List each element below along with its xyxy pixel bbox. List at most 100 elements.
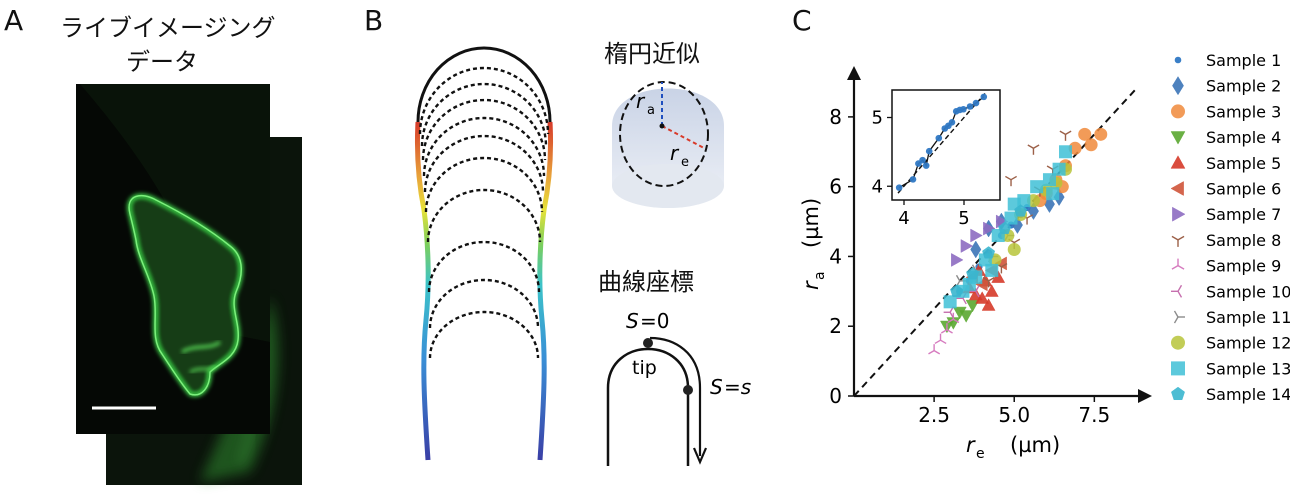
y-axis-label-sub: a (812, 271, 828, 280)
y-tick-label: 8 (829, 105, 842, 129)
data-point-sample-7 (970, 228, 983, 243)
tube-outline-left (414, 121, 431, 461)
re-subscript: e (681, 155, 689, 170)
data-point-sample-14 (1014, 204, 1028, 217)
x-axis-label-sub: e (976, 446, 985, 462)
legend-label-sample-12: Sample 12 (1206, 334, 1290, 353)
data-point-sample-7 (983, 221, 996, 236)
fitted-contours (416, 46, 552, 359)
inset-data-point (948, 119, 956, 126)
inset-x-tick-label: 5 (958, 208, 969, 229)
data-point-sample-9 (934, 333, 947, 345)
s-var: S (710, 375, 723, 399)
legend-marker-sample-9 (1171, 258, 1185, 270)
panel-c-letter: C (792, 4, 812, 37)
legend-label-sample-1: Sample 1 (1206, 51, 1281, 70)
legend-label-sample-4: Sample 4 (1206, 128, 1281, 147)
data-point-sample-13 (943, 295, 957, 309)
legend-label-sample-8: Sample 8 (1206, 231, 1281, 250)
legend-label-sample-2: Sample 2 (1206, 77, 1281, 96)
legend-label-sample-3: Sample 3 (1206, 102, 1281, 121)
legend-marker-sample-7 (1172, 206, 1186, 222)
x-axis-label-unit: (µm) (1010, 433, 1060, 457)
curvilinear-title: 曲線座標 (598, 268, 694, 296)
x-tick-label: 2.5 (918, 403, 950, 427)
x-tick-label: 5.0 (998, 403, 1030, 427)
tip-point (643, 338, 653, 348)
data-point-sample-14 (982, 246, 996, 259)
data-point-sample-13 (1052, 162, 1066, 176)
y-axis-arrow (847, 66, 861, 80)
re-label: r (670, 141, 680, 165)
data-point-sample-14 (950, 284, 964, 297)
legend-label-sample-13: Sample 13 (1206, 359, 1290, 378)
legend-marker-sample-6 (1170, 181, 1184, 196)
data-point-sample-8 (1059, 130, 1072, 141)
inset-y-tick-label: 4 (872, 176, 883, 197)
panel-b-letter: B (364, 4, 384, 37)
tube-outline-right (537, 121, 554, 461)
data-point-sample-13 (1042, 173, 1056, 187)
legend-label-sample-5: Sample 5 (1206, 154, 1281, 173)
legend-marker-sample-1 (1174, 56, 1182, 64)
data-point-sample-13 (985, 263, 999, 277)
legend-marker-sample-12 (1171, 335, 1185, 350)
legend-label-sample-10: Sample 10 (1206, 282, 1290, 301)
data-point-sample-13 (962, 277, 976, 291)
y-axis-label-unit: (µm) (800, 198, 823, 248)
data-point-sample-2 (970, 240, 982, 259)
legend-marker-sample-2 (1172, 76, 1184, 96)
ra-label: r (636, 89, 646, 113)
data-point-sample-13 (1046, 187, 1060, 201)
x-axis-arrow (1138, 389, 1152, 403)
ellipse-approx-title: 楕円近似 (604, 40, 700, 68)
inset-data-point (966, 103, 974, 110)
legend-marker-sample-8 (1171, 235, 1185, 247)
arc-length-arrow (649, 336, 702, 456)
inset-identity-line (897, 92, 986, 194)
inset-x-tick-label: 4 (898, 208, 909, 229)
data-point-sample-5 (984, 284, 999, 297)
re-axis (661, 125, 705, 149)
inset-data-point (935, 134, 943, 142)
legend-label-sample-7: Sample 7 (1206, 205, 1281, 224)
x-axis-label-var: r (966, 433, 976, 457)
y-tick-label: 0 (829, 384, 842, 408)
legend-label-sample-9: Sample 9 (1206, 257, 1281, 276)
y-tick-label: 6 (829, 175, 842, 199)
legend-marker-sample-3 (1171, 104, 1185, 119)
data-point-sample-9 (947, 312, 960, 324)
inset-data-point (925, 147, 933, 155)
legend-marker-sample-14 (1171, 386, 1185, 401)
tip-label: tip (632, 357, 657, 379)
data-point-sample-9 (940, 323, 953, 334)
data-point-sample-14 (966, 267, 980, 280)
inset-data-point (909, 176, 917, 183)
legend-marker-sample-13 (1171, 361, 1185, 376)
identity-line (853, 88, 1137, 397)
data-point-sample-10 (969, 285, 980, 298)
inset-frame (891, 89, 1001, 201)
data-point-sample-10 (943, 306, 954, 319)
data-point-sample-8 (1027, 144, 1040, 155)
legend-marker-sample-5 (1170, 155, 1186, 169)
legend-label-sample-14: Sample 14 (1206, 385, 1290, 404)
data-point-sample-5 (975, 291, 990, 304)
panel-a-title-line2: データ (126, 48, 198, 76)
data-point-sample-13 (1030, 180, 1044, 194)
legend-marker-sample-11 (1173, 310, 1185, 324)
data-point-sample-7 (960, 239, 974, 253)
y-tick-label: 4 (829, 244, 842, 268)
inset-data-point (960, 105, 967, 113)
data-point-sample-3 (1078, 127, 1092, 141)
curvilinear-diagram: S =0 tip S =s (606, 309, 751, 466)
inset-data-point (972, 99, 980, 107)
data-point-sample-12 (1007, 242, 1021, 256)
inset-data-point (895, 184, 903, 191)
ra-subscript: a (647, 103, 655, 118)
y-axis-label-var: r (800, 280, 823, 290)
ellipse-approx-diagram: r a r e (612, 81, 724, 208)
data-point-sample-4 (959, 310, 974, 323)
data-point-sample-3 (1094, 127, 1108, 141)
